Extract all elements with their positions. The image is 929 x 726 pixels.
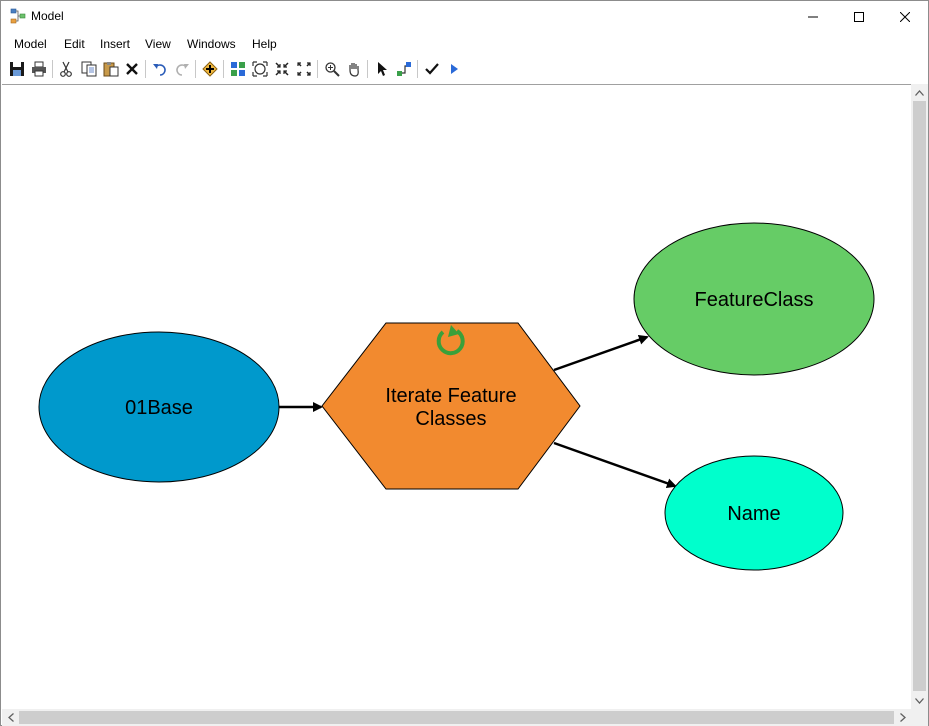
node-name-label: Name (727, 503, 780, 525)
close-icon (900, 11, 910, 22)
validate-button[interactable] (422, 59, 442, 79)
save-button[interactable] (7, 59, 27, 79)
auto-layout-button[interactable] (228, 59, 248, 79)
menu-windows[interactable]: Windows (187, 37, 236, 51)
scroll-right-button[interactable] (894, 709, 911, 726)
connector-iterator-to-name[interactable] (553, 441, 677, 489)
window-title: Model (31, 9, 64, 23)
menu-insert[interactable]: Insert (100, 37, 131, 51)
run-icon (451, 64, 458, 74)
vertical-scrollbar[interactable] (911, 84, 928, 709)
node-01base-label: 01Base (125, 397, 193, 419)
pan-button[interactable] (344, 59, 364, 79)
menu-view[interactable]: View (145, 37, 171, 51)
zoom-button[interactable] (322, 59, 342, 79)
diagram-svg: 01Base Iterate Feature Classes FeatureCl… (38, 222, 875, 571)
minimize-icon (808, 16, 818, 17)
close-button[interactable] (882, 1, 928, 32)
full-extent-icon (252, 61, 268, 77)
copy-icon (81, 61, 97, 77)
select-icon (378, 62, 387, 76)
zoom-out-fixed-icon (297, 62, 311, 76)
connector-iterator-to-featureclass[interactable] (553, 334, 649, 372)
pan-icon (349, 63, 359, 77)
chevron-up-icon (915, 89, 924, 96)
vertical-scroll-thumb[interactable] (913, 101, 926, 691)
horizontal-scrollbar[interactable] (2, 709, 911, 726)
menu-bar: Model Edit Insert View Windows Help (1, 34, 928, 55)
node-iterator-label-line2: Classes (415, 408, 486, 430)
add-data-icon (202, 61, 218, 77)
delete-icon (126, 63, 138, 75)
zoom-out-fixed-button[interactable] (294, 59, 314, 79)
delete-button[interactable] (122, 59, 142, 79)
validate-icon (425, 63, 439, 75)
model-canvas[interactable]: 01Base Iterate Feature Classes FeatureCl… (2, 84, 911, 708)
maximize-button[interactable] (836, 1, 882, 32)
menu-model[interactable]: Model (14, 37, 47, 51)
chevron-left-icon (7, 713, 14, 722)
scroll-left-button[interactable] (2, 709, 19, 726)
menu-help[interactable]: Help (252, 37, 277, 51)
horizontal-scroll-thumb[interactable] (19, 711, 894, 724)
title-bar: Model (1, 1, 928, 32)
run-button[interactable] (444, 59, 464, 79)
node-name[interactable]: Name (664, 455, 844, 571)
paste-button[interactable] (101, 59, 121, 79)
cut-button[interactable] (56, 59, 76, 79)
model-builder-icon (10, 8, 26, 24)
maximize-icon (854, 11, 864, 22)
minimize-button[interactable] (790, 1, 836, 32)
select-button[interactable] (372, 59, 392, 79)
node-featureclass-label: FeatureClass (695, 289, 814, 311)
save-icon (10, 62, 24, 76)
copy-button[interactable] (79, 59, 99, 79)
print-button[interactable] (29, 59, 49, 79)
zoom-icon (325, 62, 340, 77)
chevron-down-icon (915, 697, 924, 704)
chevron-right-icon (899, 713, 906, 722)
connect-button[interactable] (394, 59, 414, 79)
scroll-up-button[interactable] (911, 84, 928, 101)
menu-edit[interactable]: Edit (64, 37, 85, 51)
redo-button[interactable] (172, 59, 192, 79)
undo-button[interactable] (150, 59, 170, 79)
node-01base[interactable]: 01Base (38, 331, 280, 483)
auto-layout-icon (231, 62, 245, 76)
connect-icon (397, 62, 411, 76)
node-iterator-label-line1: Iterate Feature (385, 385, 516, 407)
full-extent-button[interactable] (250, 59, 270, 79)
node-iterate-feature-classes[interactable]: Iterate Feature Classes (321, 322, 581, 490)
cut-icon (60, 61, 72, 77)
toolbar (1, 57, 928, 81)
add-data-button[interactable] (200, 59, 220, 79)
scrollbar-corner (911, 709, 928, 726)
node-featureclass[interactable]: FeatureClass (633, 222, 875, 376)
redo-icon (176, 64, 189, 76)
paste-icon (103, 62, 119, 77)
undo-icon (153, 64, 166, 76)
scroll-down-button[interactable] (911, 692, 928, 709)
zoom-in-fixed-icon (275, 62, 289, 76)
print-icon (32, 61, 46, 77)
iterate-icon (436, 325, 465, 356)
zoom-in-fixed-button[interactable] (272, 59, 292, 79)
